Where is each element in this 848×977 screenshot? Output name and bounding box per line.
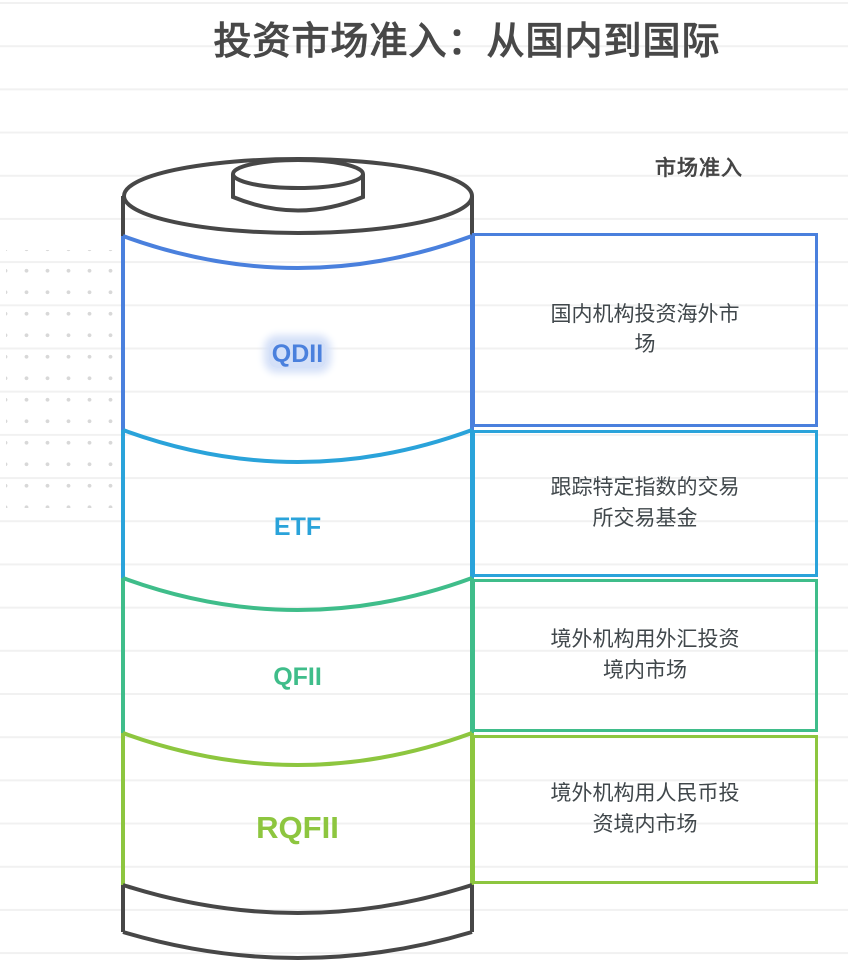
description-text-etf: 跟踪特定指数的交易所交易基金	[550, 476, 740, 530]
description-box-rqfii: 境外机构用人民币投资境内市场	[472, 735, 818, 884]
background-dot-grid	[6, 250, 114, 508]
segment-label-qdii: QDII	[123, 340, 472, 369]
description-box-etf: 跟踪特定指数的交易所交易基金	[472, 430, 818, 577]
qdii-highlight: QDII	[268, 340, 327, 368]
description-text-qfii: 境外机构用外汇投资境内市场	[550, 628, 740, 682]
segment-label-etf: ETF	[273, 513, 322, 541]
description-text-qdii: 国内机构投资海外市场	[550, 302, 740, 356]
segment-label-rqfii: RQFII	[256, 810, 339, 845]
market-access-header: 市场准入	[655, 157, 743, 180]
page-title: 投资市场准入：从国内到国际	[213, 21, 721, 63]
description-text-rqfii: 境外机构用人民币投资境内市场	[550, 782, 740, 836]
description-box-qfii: 境外机构用外汇投资境内市场	[472, 579, 818, 732]
segment-label-qfii: QFII	[273, 663, 322, 691]
description-box-qdii: 国内机构投资海外市场	[472, 233, 818, 427]
